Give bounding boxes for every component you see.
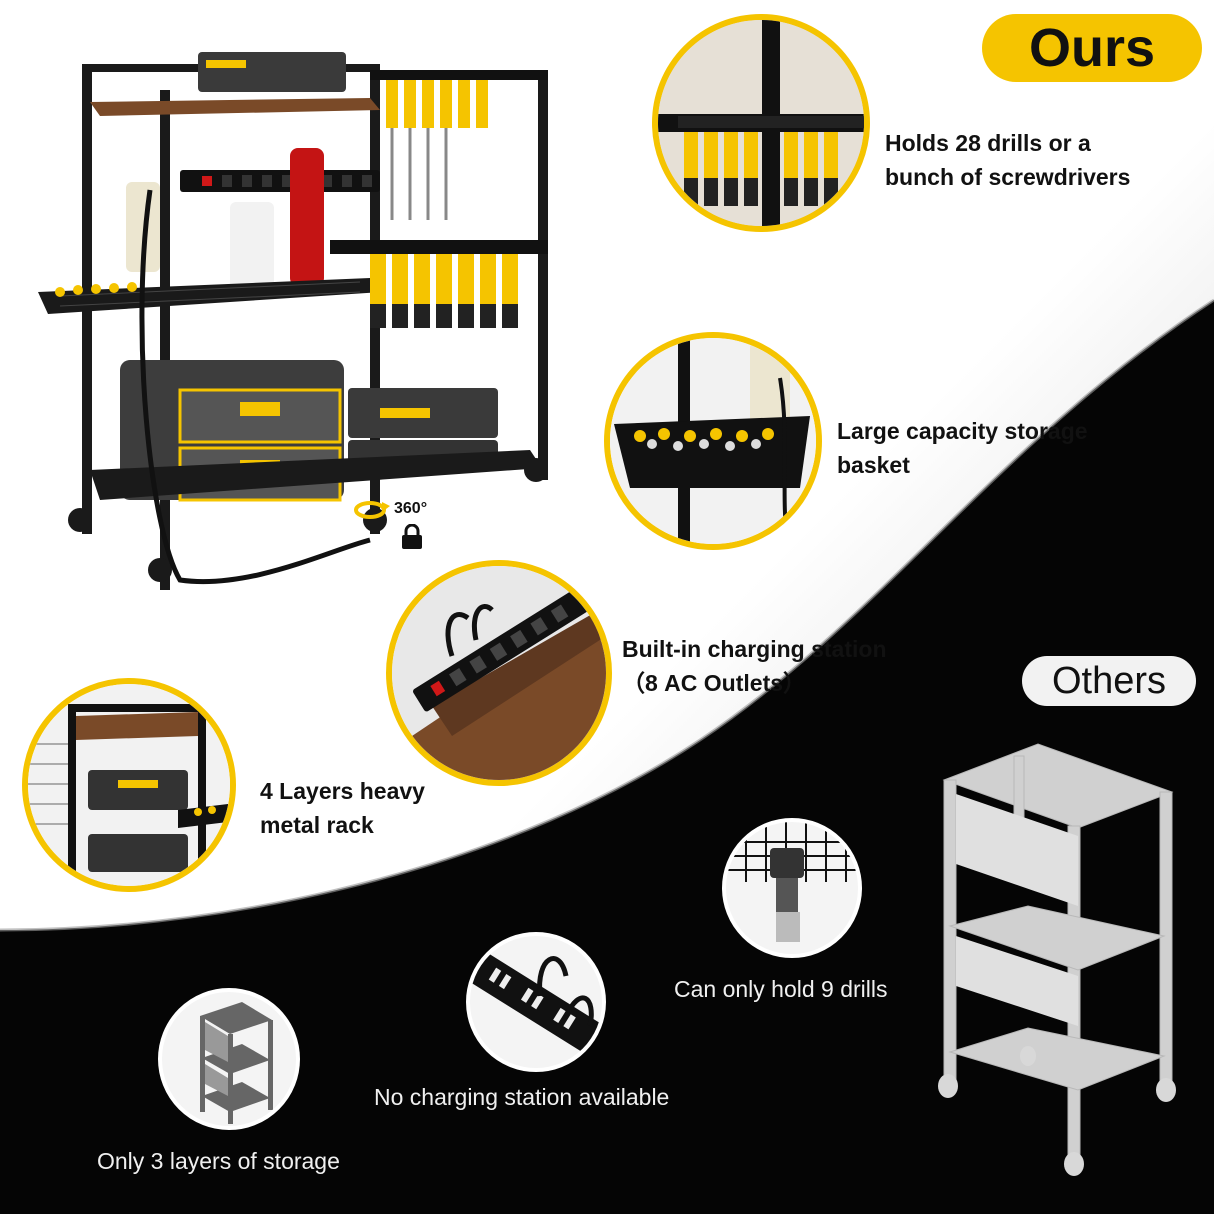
feature-metal-rack: 4 Layers heavy metal rack [260, 774, 425, 842]
feature-line: 4 Layers heavy [260, 778, 425, 804]
competitor-drills-image [722, 818, 862, 958]
competitor-three-layer-image [158, 988, 300, 1130]
ours-badge: Ours [982, 14, 1202, 82]
others-three-layers: Only 3 layers of storage [97, 1148, 340, 1174]
others-drills-limit: Can only hold 9 drills [674, 976, 888, 1002]
drill-rail-detail-image [652, 14, 870, 232]
others-no-charging: No charging station available [374, 1084, 670, 1110]
competitor-power-strip-image [466, 932, 606, 1072]
dark-sweep [0, 300, 1214, 1214]
feature-line: Large capacity storage [837, 418, 1088, 444]
storage-basket-detail-image [604, 332, 822, 550]
feature-line: basket [837, 452, 910, 478]
feature-line: Built-in charging station [622, 636, 887, 662]
charging-station-detail-image [386, 560, 612, 786]
feature-charging-station: Built-in charging station （8 AC Outlets） [622, 632, 887, 700]
feature-line: metal rack [260, 812, 374, 838]
feature-drill-capacity: Holds 28 drills or a bunch of screwdrive… [885, 126, 1130, 194]
competitor-cart-image [938, 743, 1176, 1176]
tool-rack-product [38, 52, 548, 590]
lock-icon [400, 523, 424, 555]
feature-line: （8 AC Outlets） [622, 670, 807, 696]
rotate-icon [352, 496, 392, 529]
metal-rack-detail-image [22, 678, 236, 892]
feature-line: bunch of screwdrivers [885, 164, 1131, 190]
rotation-degree: 360° [394, 500, 428, 517]
feature-line: Holds 28 drills or a [885, 130, 1091, 156]
feature-storage-basket: Large capacity storage basket [837, 414, 1088, 482]
others-badge: Others [1022, 656, 1196, 706]
